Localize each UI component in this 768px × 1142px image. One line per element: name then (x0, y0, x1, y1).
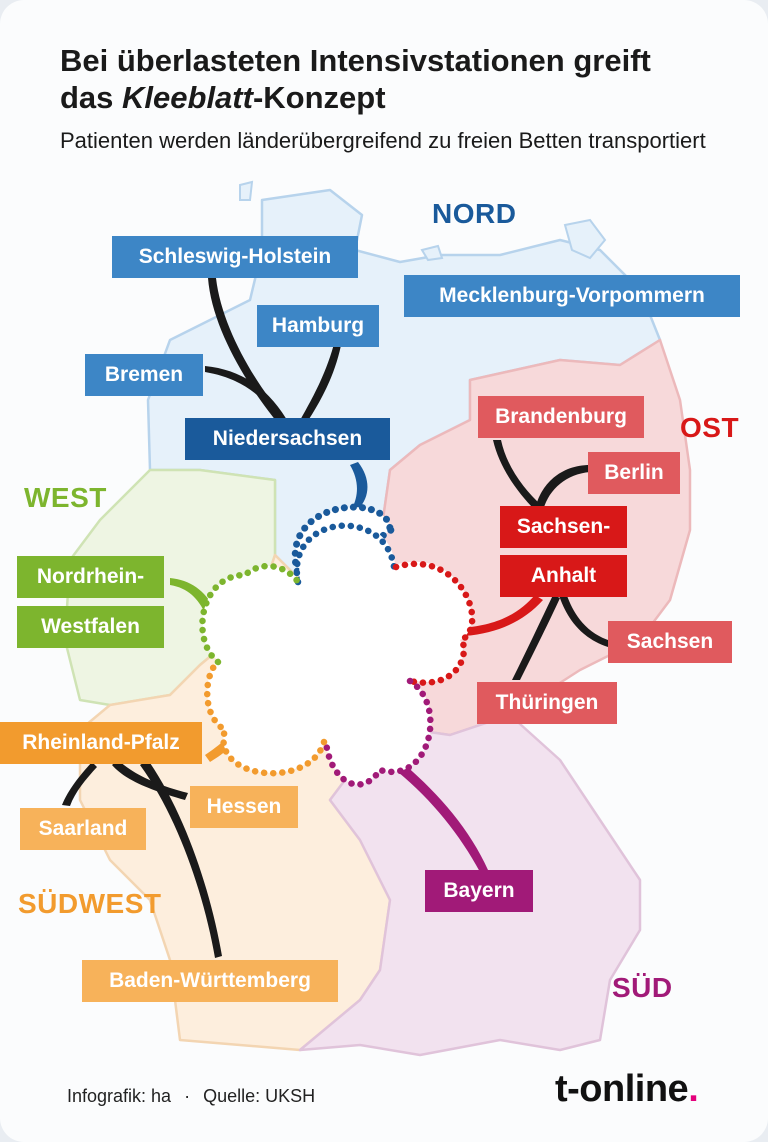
clover-leaf-green (199, 562, 302, 666)
clover-body (202, 523, 472, 785)
connector-sachsen (558, 590, 608, 647)
page-subtitle: Patienten werden länderübergreifend zu f… (60, 128, 706, 153)
region-label-sued: SÜD (612, 972, 673, 1003)
state-label-baden-wuerttemberg: Baden-Württemberg (82, 960, 338, 1002)
connector-sachsen-anhalt-clover (462, 595, 543, 636)
state-label-nrw-1: Nordrhein- (17, 556, 164, 598)
connector-thueringen (512, 595, 560, 680)
island-north-1 (239, 180, 254, 201)
page-title: Bei überlasteten Intensivstationen greif… (60, 42, 750, 116)
connector-hamburg (296, 340, 342, 430)
state-label-thueringen: Thüringen (477, 682, 617, 724)
region-label-suedwest: SÜDWEST (18, 888, 162, 919)
logo-dot: . (688, 1068, 699, 1110)
island-ruegen (563, 218, 607, 260)
state-label-schleswig-holstein: Schleswig-Holstein (112, 236, 358, 278)
footer-separator: · (184, 1086, 191, 1106)
state-label-berlin: Berlin (588, 452, 680, 494)
state-label-hamburg: Hamburg (257, 305, 379, 347)
footer-source: Quelle: UKSH (203, 1086, 316, 1106)
title-line-2-suffix: -Konzept (252, 80, 386, 115)
state-label-brandenburg: Brandenburg (478, 396, 644, 438)
clover-leaf-blue (293, 522, 398, 586)
clover-leaf-orange (204, 658, 328, 777)
logo-text: t-online (555, 1068, 689, 1110)
state-label-niedersachsen: Niedersachsen (185, 418, 390, 460)
footer: Infografik: ha · Quelle: UKSH (67, 1086, 315, 1107)
title-line-1: Bei überlasteten Intensivstationen greif… (60, 43, 651, 78)
region-label-nord: NORD (432, 198, 517, 229)
footer-credit: Infografik: ha (67, 1086, 172, 1106)
island-north-2 (420, 244, 444, 262)
state-label-bremen: Bremen (85, 354, 203, 396)
state-label-hessen: Hessen (190, 786, 298, 828)
connector-nrw-clover (170, 578, 215, 615)
connector-baden-wuerttemberg (140, 760, 222, 958)
title-line-2-prefix: das (60, 80, 123, 115)
connector-bayern-clover (398, 765, 488, 872)
connector-schleswig-holstein (208, 278, 290, 428)
state-label-saarland: Saarland (20, 808, 146, 850)
state-label-sachsen: Sachsen (608, 621, 732, 663)
state-label-rheinland-pfalz: Rheinland-Pfalz (0, 722, 202, 764)
connector-hessen (112, 760, 188, 800)
title-line-2-emphasis: Kleeblatt (122, 80, 253, 115)
state-label-bayern: Bayern (425, 870, 533, 912)
state-label-nrw-2: Westfalen (17, 606, 164, 648)
connector-brandenburg (493, 440, 541, 510)
clover (199, 522, 476, 788)
t-online-logo: t-online. (555, 1068, 699, 1111)
connector-saarland (62, 762, 97, 806)
state-label-sachsen-anhalt-1: Sachsen- (500, 506, 627, 548)
state-label-mecklenburg-vorpommern: Mecklenburg-Vorpommern (404, 275, 740, 317)
region-label-ost: OST (680, 412, 740, 443)
connector-niedersachsen-clover (345, 462, 368, 520)
clover-leaf-red (392, 560, 476, 686)
clover-leaf-purple (322, 677, 434, 788)
region-label-west: WEST (24, 482, 107, 513)
state-label-sachsen-anhalt-2: Anhalt (500, 555, 627, 597)
